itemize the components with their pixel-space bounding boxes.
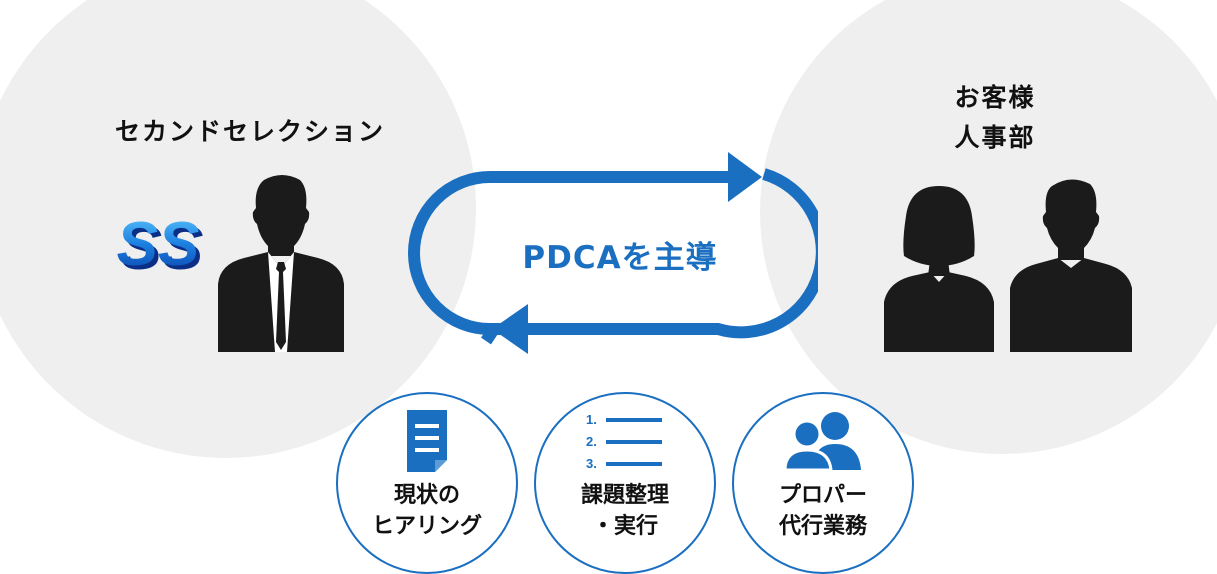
man-silhouette-icon [1010, 179, 1132, 352]
service-issues-circle: 1. 2. 3. 課題整理 ・実行 [534, 392, 716, 574]
right-arrowhead-icon [728, 152, 762, 202]
service-proxy-line2: 代行業務 [778, 514, 867, 539]
right-party-label-line1: お客様 [954, 83, 1036, 112]
cycle-loop-top-left [408, 171, 730, 335]
right-party-label: お客様 人事部 [900, 78, 1090, 158]
service-hearing-line1: 現状の [393, 483, 460, 508]
service-issues-label: 課題整理 ・実行 [536, 480, 714, 542]
ss-logo: SS SS [117, 216, 204, 282]
left-party-background [0, 0, 476, 458]
people-icon [783, 412, 861, 470]
list-number-1: 1. [586, 412, 597, 427]
list-number-2: 2. [586, 434, 597, 449]
numbered-list-icon: 1. 2. 3. [586, 412, 662, 471]
businessman-silhouette-icon [218, 175, 344, 352]
document-icon [407, 410, 447, 472]
service-hearing-line2: ヒアリング [371, 514, 482, 539]
cycle-loop-bottom-right [481, 168, 818, 345]
right-party-background [760, 0, 1217, 454]
service-hearing-label: 現状の ヒアリング [338, 480, 516, 542]
ss-logo-text: SS [117, 216, 200, 279]
service-proxy-circle: プロパー 代行業務 [732, 392, 914, 574]
right-party-label-line2: 人事部 [954, 123, 1036, 152]
service-issues-line2: ・実行 [591, 514, 658, 539]
service-hearing-circle: 現状の ヒアリング [336, 392, 518, 574]
service-issues-line1: 課題整理 [580, 483, 669, 508]
left-arrowhead-icon [492, 304, 528, 354]
left-party-label: セカンドセレクション [114, 117, 385, 146]
pdca-label: PDCAを主導 [522, 240, 718, 276]
woman-silhouette-icon [884, 186, 994, 352]
service-proxy-label: プロパー 代行業務 [734, 480, 912, 542]
list-number-3: 3. [586, 456, 597, 471]
ss-logo-shadow: SS [121, 216, 204, 282]
pdca-cycle-arrows [408, 152, 818, 354]
service-proxy-line1: プロパー [778, 483, 867, 508]
